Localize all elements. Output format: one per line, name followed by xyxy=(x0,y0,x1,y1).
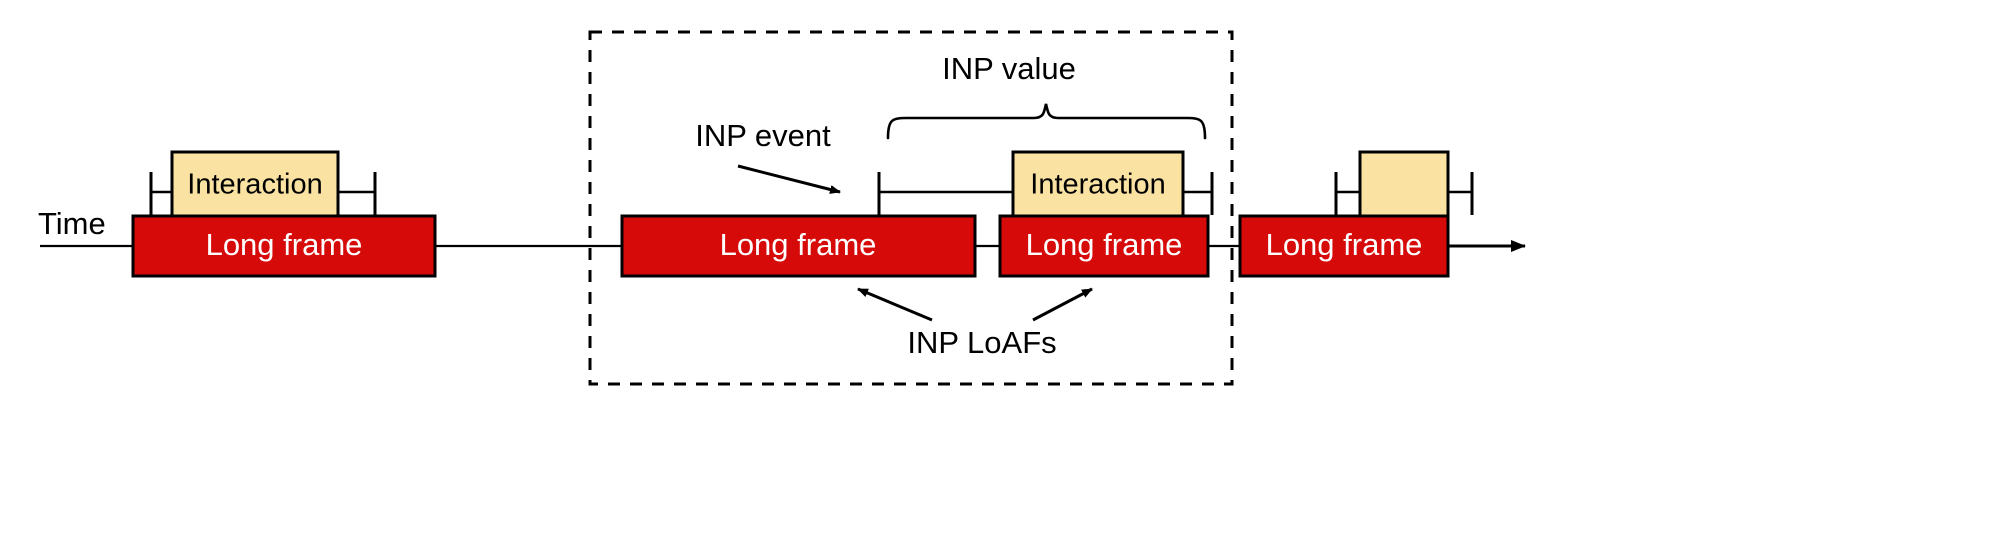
long-frame-box-3-label: Long frame xyxy=(1026,227,1183,262)
inp-value-brace xyxy=(886,103,1207,140)
frame-group-3: Interaction Long frame xyxy=(877,150,1214,278)
long-frame-box-2 xyxy=(620,214,977,278)
measure-bar-3 xyxy=(1334,172,1474,215)
inp-event-arrow xyxy=(737,164,841,194)
interaction-box-1-label: Interaction xyxy=(187,169,322,201)
long-frame-box-4 xyxy=(1238,214,1450,278)
inp-value-label: INP value xyxy=(942,51,1076,86)
interaction-box-2-label: Interaction xyxy=(1030,169,1165,201)
inp-loafs-label: INP LoAFs xyxy=(907,325,1056,360)
measure-bar-1 xyxy=(149,172,377,215)
measure-bar-2 xyxy=(877,172,1214,215)
inp-loafs-arrow-right xyxy=(1032,287,1093,322)
interaction-box-2 xyxy=(1011,150,1185,220)
long-frame-box-4-label: Long frame xyxy=(1266,227,1423,262)
interaction-box-3 xyxy=(1358,150,1450,220)
frame-group-2: Long frame xyxy=(620,214,977,278)
inp-event-label: INP event xyxy=(695,118,831,153)
long-frame-box-1-label: Long frame xyxy=(206,227,363,262)
frame-group-1: Interaction Long frame xyxy=(131,150,437,278)
long-frame-box-1 xyxy=(131,214,437,278)
inp-region-dashed-box xyxy=(588,30,1234,386)
long-frame-box-3 xyxy=(998,214,1210,278)
long-frame-box-2-label: Long frame xyxy=(720,227,877,262)
frame-group-4: Long frame xyxy=(1238,150,1474,278)
inp-loafs-arrow-left xyxy=(857,287,933,322)
time-axis-label: Time xyxy=(38,206,106,241)
